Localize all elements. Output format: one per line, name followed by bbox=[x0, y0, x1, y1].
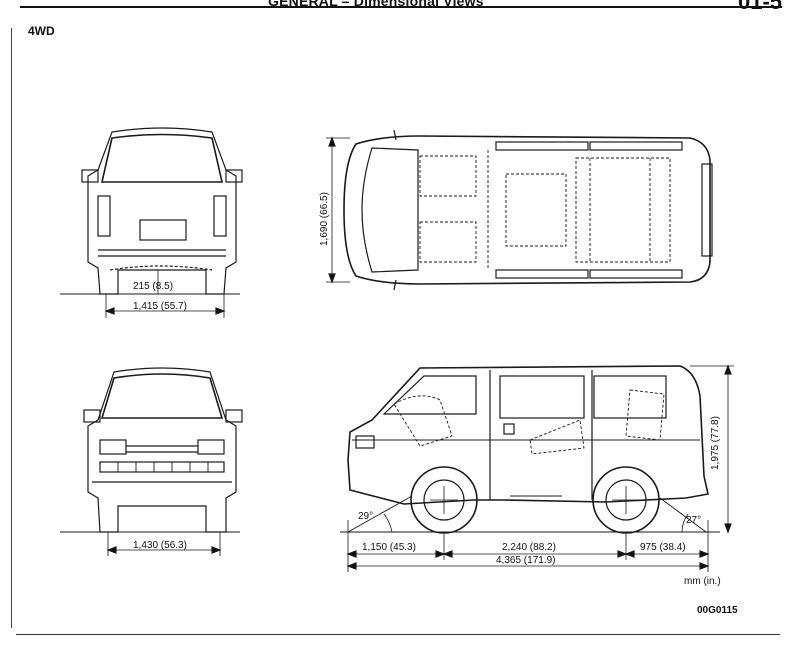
rear-overhang-label: 975 (38.4) bbox=[640, 542, 686, 553]
approach-angle-label: 29° bbox=[358, 511, 373, 522]
side-view bbox=[340, 364, 734, 572]
ground-clearance-label: 215 (8.5) bbox=[133, 281, 173, 292]
front-overhang-label: 1,150 (45.3) bbox=[362, 542, 416, 553]
rear-view bbox=[60, 127, 243, 318]
figure-code: 00G0115 bbox=[697, 605, 738, 616]
front-view bbox=[60, 367, 243, 556]
page-header: GENERAL – Dimensional Views 01-5 bbox=[0, 0, 800, 14]
footer-rule bbox=[16, 634, 780, 635]
front-tread-label: 1,430 (56.3) bbox=[133, 540, 187, 551]
rear-tread-label: 1,415 (55.7) bbox=[133, 301, 187, 312]
margin-rule bbox=[11, 28, 12, 628]
overall-width-label: 1,690 (66.5) bbox=[319, 192, 330, 246]
units-note: mm (in.) bbox=[684, 576, 721, 587]
header-title: GENERAL – Dimensional Views bbox=[268, 0, 484, 9]
departure-angle-label: 27° bbox=[686, 515, 701, 526]
top-view bbox=[326, 129, 713, 291]
wheelbase-label: 2,240 (88.2) bbox=[502, 542, 556, 553]
overall-height-label: 1,975 (77.8) bbox=[710, 416, 721, 470]
header-rule bbox=[20, 6, 782, 8]
overall-length-label: 4,365 (171.9) bbox=[496, 555, 556, 566]
drive-type-label: 4WD bbox=[28, 24, 55, 38]
